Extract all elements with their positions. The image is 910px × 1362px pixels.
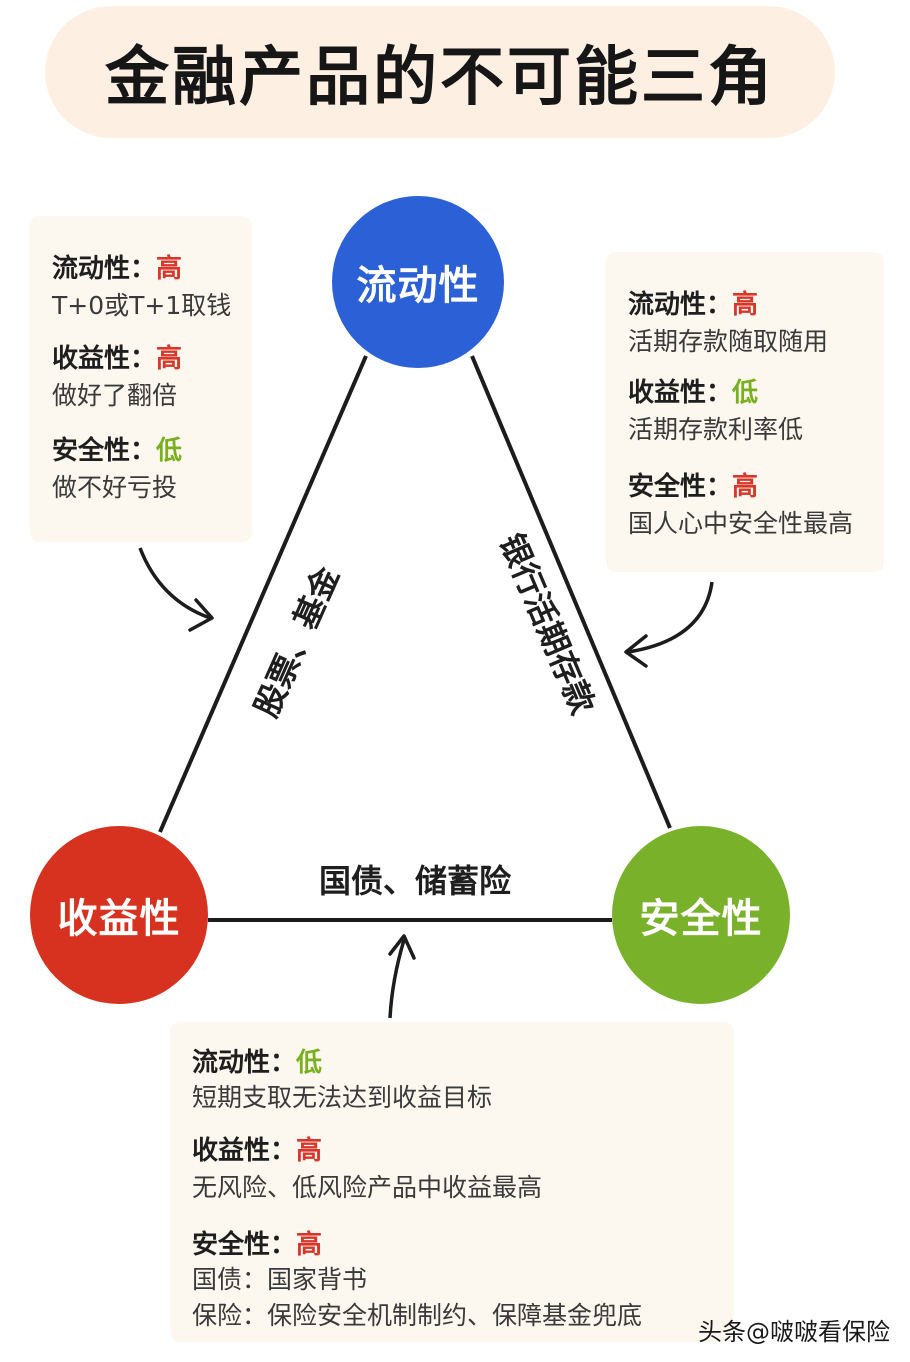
row-label: 收益性： (628, 378, 733, 408)
node-liquidity: 流动性 (332, 196, 504, 368)
edge-label-bonds-insurance: 国债、储蓄险 (318, 862, 511, 900)
card-row-yield: 收益性：高 (52, 338, 182, 375)
title-banner: 金融产品的不可能三角 (45, 6, 835, 138)
row-desc: 国人心中安全性最高 (628, 509, 854, 538)
row-label: 流动性： (628, 290, 733, 320)
card-bonds-insurance: 流动性：低 短期支取无法达到收益目标 收益性：高 无风险、低风险产品中收益最高 … (170, 1022, 734, 1342)
node-safety: 安全性 (612, 826, 790, 1004)
row-label: 收益性： (192, 1136, 297, 1166)
level-low: 低 (156, 436, 183, 466)
row-desc: 国债：国家背书 (192, 1265, 368, 1294)
row-desc: 做好了翻倍 (52, 381, 178, 410)
arrow-head-bottom (388, 934, 416, 960)
card-row-safety: 安全性：高 (628, 466, 758, 503)
row-label: 流动性： (192, 1048, 297, 1078)
row-desc: 短期支取无法达到收益目标 (192, 1083, 493, 1112)
level-high: 高 (156, 254, 183, 284)
row-label: 收益性： (52, 344, 157, 374)
level-high: 高 (732, 472, 759, 502)
row-desc: 无风险、低风险产品中收益最高 (192, 1173, 543, 1202)
level-high: 高 (156, 344, 183, 374)
row-label: 流动性： (52, 254, 157, 284)
watermark: 头条@啵啵看保险 (698, 1318, 890, 1346)
card-row-liquidity: 流动性：低 (192, 1042, 322, 1079)
arrow-curve-right (627, 581, 714, 654)
level-high: 高 (732, 290, 759, 320)
edge-line-left (158, 355, 368, 833)
row-desc: T+0或T+1取钱 (52, 291, 232, 320)
arrow-head-left (188, 598, 214, 632)
level-high: 高 (296, 1136, 323, 1166)
row-desc: 保险：保险安全机制制约、保障基金兜底 (192, 1301, 643, 1330)
card-bank-deposit: 流动性：高 活期存款随取随用 收益性：低 活期存款利率低 安全性：高 国人心中安… (606, 252, 884, 572)
row-desc: 活期存款随取随用 (628, 327, 829, 356)
level-low: 低 (296, 1048, 323, 1078)
card-row-yield: 收益性：低 (628, 372, 758, 409)
row-desc: 活期存款利率低 (628, 415, 804, 444)
card-row-liquidity: 流动性：高 (52, 248, 182, 285)
card-row-safety: 安全性：高 (192, 1224, 322, 1261)
row-label: 安全性： (192, 1230, 297, 1260)
level-high: 高 (296, 1230, 323, 1260)
row-label: 安全性： (628, 472, 733, 502)
page-title: 金融产品的不可能三角 (105, 41, 775, 115)
edge-line-right (470, 355, 672, 829)
card-row-yield: 收益性：高 (192, 1130, 322, 1167)
card-row-safety: 安全性：低 (52, 430, 182, 467)
arrow-head-right (624, 634, 648, 668)
card-row-liquidity: 流动性：高 (628, 284, 758, 321)
row-desc: 做不好亏投 (52, 473, 178, 502)
arrow-curve-bottom (388, 939, 406, 1019)
card-stocks-funds: 流动性：高 T+0或T+1取钱 收益性：高 做好了翻倍 安全性：低 做不好亏投 (30, 216, 252, 542)
level-low: 低 (732, 378, 759, 408)
arrow-curve-left (138, 547, 211, 620)
row-label: 安全性： (52, 436, 157, 466)
node-yield: 收益性 (30, 826, 208, 1004)
